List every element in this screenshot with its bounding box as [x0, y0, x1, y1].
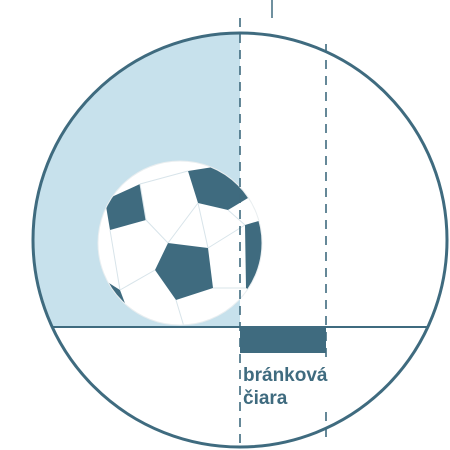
goal-line-label-line1: bránková: [243, 365, 328, 386]
goal-post-block: [240, 327, 326, 353]
goal-line-label-line2: čiara: [243, 388, 288, 409]
goal-line-label: bránková čiara: [242, 362, 330, 409]
